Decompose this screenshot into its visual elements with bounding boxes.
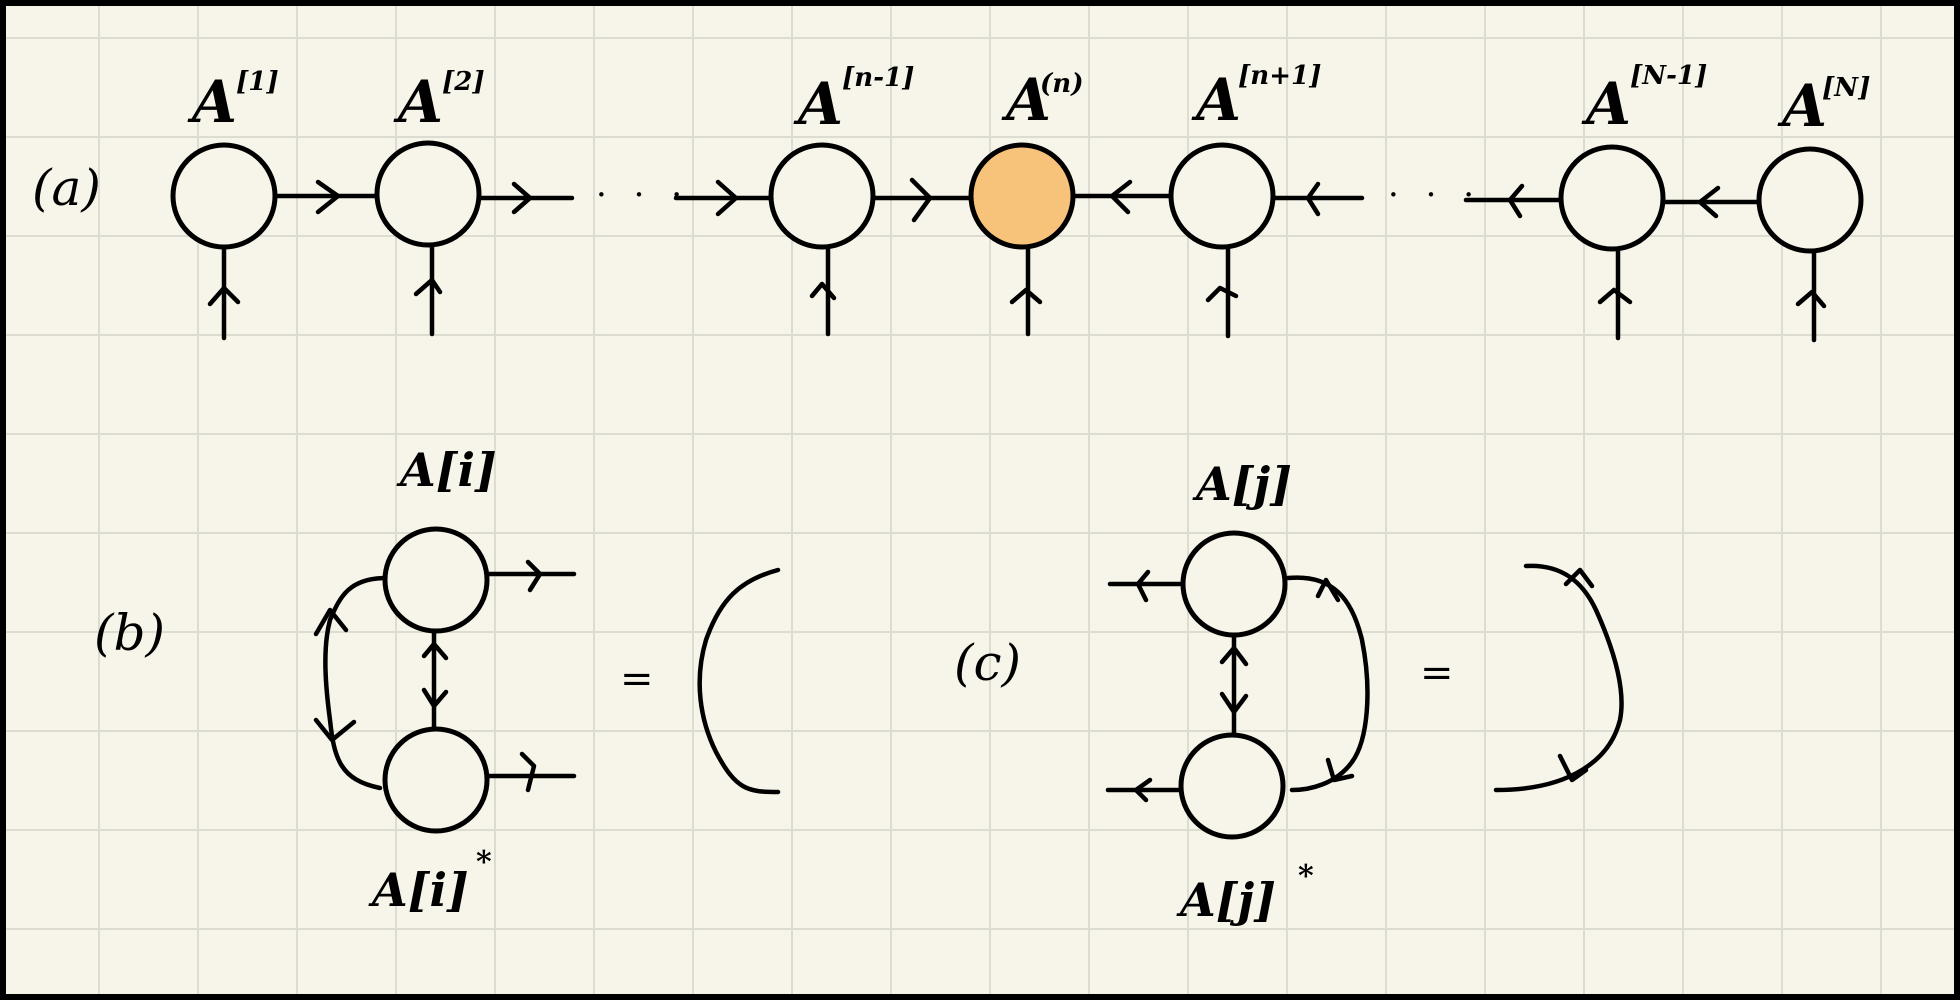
panel-a-label: (a) [32, 159, 101, 217]
tensor-node-n+1 [1168, 142, 1276, 250]
node-1-sup: [1] [236, 67, 279, 97]
b-top-node [382, 526, 490, 634]
c-right-loop [1285, 575, 1370, 793]
panel-b-equals: = [620, 656, 654, 702]
node-N-label: A [1777, 72, 1827, 140]
node-1-label: A [187, 68, 237, 136]
panel-c-equals: = [1420, 650, 1454, 696]
panel-b: (b) A[i] A[i] * = [94, 443, 781, 917]
panel-c: (c) A[j] A[j] * = [954, 457, 1624, 927]
arrow-left-1 [1109, 179, 1133, 215]
node-n-sup: (n) [1040, 69, 1084, 99]
arrow-left-2 [1305, 181, 1321, 217]
c-bottom-left-arrow [1133, 777, 1153, 803]
panel-c-bottom-label: A[j] [1176, 873, 1276, 927]
node-2-label: A [393, 68, 443, 136]
node-n-label: A [1001, 66, 1051, 134]
c-vertical-arrow-up [1219, 645, 1249, 667]
c-vertical-arrow-down [1219, 691, 1249, 715]
panel-b-star: * [476, 845, 492, 880]
panel-c-top-label: A[j] [1192, 457, 1292, 511]
tensor-node-n-highlighted [968, 142, 1076, 250]
c-result-arrow-top [1563, 567, 1595, 589]
tensor-node-2 [374, 140, 482, 248]
c-top-node [1180, 530, 1288, 638]
b-left-loop [323, 575, 389, 791]
leg-arrow-N-1 [1597, 287, 1633, 305]
panel-c-label: (c) [954, 634, 1021, 692]
arrow-right-3 [715, 179, 739, 217]
b-top-right-arrow [525, 559, 543, 593]
b-result-arc [697, 567, 781, 795]
leg-arrow-N [1795, 289, 1827, 309]
node-N-1-sup: [N-1] [1630, 61, 1707, 91]
arrow-right-4 [909, 177, 933, 223]
tensor-node-N [1756, 146, 1864, 254]
ellipsis-left: · · · [596, 175, 690, 215]
arrow-left-4 [1697, 185, 1721, 219]
b-bottom-right-arrow [519, 751, 537, 793]
b-vertical-arrow-down [421, 687, 449, 709]
tensor-node-1 [170, 142, 278, 250]
panel-b-top-label: A[i] [396, 443, 497, 497]
panel-b-label: (b) [94, 604, 165, 662]
b-loop-arrow-down [313, 717, 357, 743]
leg-arrow-1 [207, 285, 241, 307]
node-n+1-label: A [1191, 66, 1241, 134]
node-n-1-sup: [n-1] [842, 63, 914, 93]
node-n-1-label: A [793, 70, 843, 138]
leg-arrow-n [1009, 287, 1043, 305]
panel-b-bottom-label: A[i] [368, 863, 469, 917]
leg-arrow-2 [413, 277, 443, 297]
arrow-right-2 [511, 181, 533, 215]
node-N-sup: [N] [1822, 73, 1870, 103]
c-loop-arrow-bottom [1325, 757, 1355, 783]
leg-arrow-n-1 [809, 281, 837, 301]
node-N-1-label: A [1581, 70, 1631, 138]
ellipsis-right: · · · [1388, 175, 1482, 215]
b-bottom-node [382, 726, 490, 834]
c-top-left-arrow [1135, 569, 1151, 603]
arrow-right-1 [315, 179, 341, 215]
b-vertical-arrow-up [421, 641, 449, 661]
b-loop-arrow-up [313, 607, 349, 637]
leg-arrow-n+1 [1205, 285, 1239, 303]
node-n+1-sup: [n+1] [1238, 61, 1321, 91]
arrow-left-3 [1507, 183, 1525, 219]
c-result-arrow-bottom [1557, 753, 1589, 783]
panel-a: (a) · · · · · · [32, 61, 1870, 343]
tensor-node-N-1 [1558, 144, 1666, 252]
c-loop-arrow-top [1315, 577, 1341, 603]
c-bottom-node [1178, 732, 1286, 840]
node-2-sup: [2] [442, 67, 485, 97]
panel-c-star: * [1298, 859, 1314, 894]
tensor-node-n-1 [768, 142, 876, 250]
